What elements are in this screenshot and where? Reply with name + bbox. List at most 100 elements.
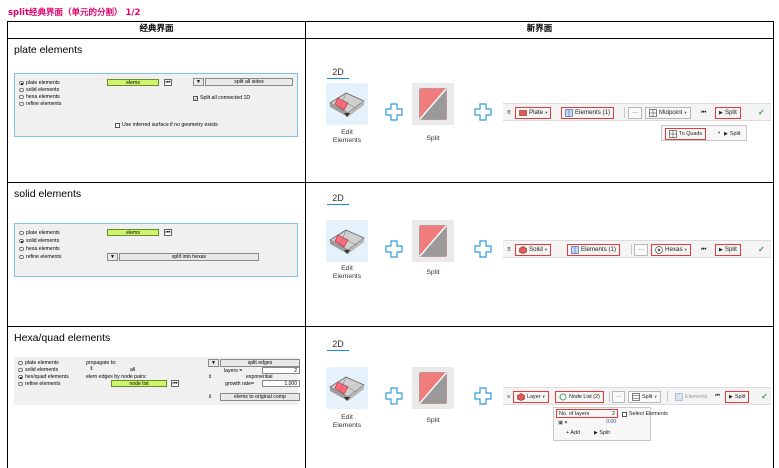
reset-button[interactable]: ⏮ [701, 108, 707, 116]
elements-selector[interactable]: Elements (1) [567, 243, 621, 256]
elements-icon [571, 245, 579, 254]
reset-icon[interactable]: ⏮ [164, 229, 172, 236]
radio-hexa-elements[interactable]: hexa elements [19, 246, 60, 252]
split-into-hexas-button[interactable]: split into hexas [119, 253, 259, 261]
split-mode-dropdown[interactable]: ▼ [107, 253, 118, 261]
radio-plate-elements[interactable]: plate elements [19, 80, 60, 86]
radio-solid-elements[interactable]: solid elements [19, 87, 59, 93]
node-icon [559, 393, 567, 400]
split-label: Split [426, 269, 440, 276]
classic-cell-hexaquad: Hexa/quad elements plate elements solid … [7, 326, 306, 468]
ratio-value[interactable]: 0.00 [606, 419, 616, 425]
confirm-icon[interactable]: ✓ [758, 245, 765, 254]
split-ribbon: ≡ Plate▾ Elements (1) ··· Midpoint▾ ⏮ ▶S… [503, 103, 771, 121]
propagate-value[interactable]: all [130, 367, 136, 373]
split-icon[interactable] [412, 83, 454, 125]
inferred-surface-checkbox[interactable]: Use inferred surface if no geometry exis… [115, 122, 218, 128]
radio-solid-elements[interactable]: solid elements [18, 367, 58, 373]
propagate-toggle[interactable]: ⇕ [89, 366, 94, 372]
radio-hexquad-elements[interactable]: hex/quad elements [18, 374, 69, 380]
row-heading-solid: solid elements [14, 188, 82, 200]
type-dropdown[interactable]: Solid▾ [515, 243, 552, 256]
elements-selector[interactable]: Elements (1) [561, 106, 615, 119]
node-list-selector[interactable]: Node List (2) [555, 390, 604, 403]
split-edges-button[interactable]: split edges [220, 359, 300, 367]
growth-rate-label: growth rate= [225, 381, 254, 387]
popup-split-button[interactable]: ▶Split [724, 130, 741, 137]
radio-plate-elements[interactable]: plate elements [19, 230, 60, 236]
type-dropdown[interactable]: Layer▾ [513, 390, 549, 403]
split-apply-button[interactable]: ▶Split [715, 106, 741, 119]
edit-elements-icon[interactable] [326, 367, 368, 409]
type-dropdown[interactable]: Plate▾ [515, 106, 552, 119]
reset-button[interactable]: ⏮ [715, 393, 720, 399]
reset-button[interactable]: ⏮ [701, 245, 707, 253]
propagate-label: propagate to: [86, 360, 117, 366]
select-elements-checkbox[interactable]: Select Elements [622, 411, 668, 417]
split-mode-dropdown[interactable]: ▼ [193, 78, 204, 86]
menu-icon[interactable]: ≡ [507, 246, 511, 253]
radio-hexa-elements[interactable]: hexa elements [19, 94, 60, 100]
reset-icon[interactable]: ⏮ [171, 380, 179, 387]
split-apply-button[interactable]: ▶Split [725, 390, 750, 403]
ratio-icon[interactable]: ▣ ▾ [558, 420, 568, 426]
plate-icon [519, 109, 527, 116]
dim-tab-2d[interactable]: 2D [327, 339, 349, 351]
layers-label: layers = [224, 368, 243, 374]
split-all-sides-button[interactable]: split all sides [205, 78, 293, 86]
menu-icon[interactable]: ≡ [507, 393, 511, 400]
radio-plate-elements[interactable]: plate elements [18, 360, 59, 366]
radio-refine-elements[interactable]: refine elements [19, 101, 61, 107]
layers-input[interactable]: 2 [262, 367, 300, 374]
elems-selector[interactable]: elems [107, 79, 159, 86]
edit-elements-icon[interactable] [326, 83, 368, 125]
radio-refine-elements[interactable]: refine elements [18, 381, 60, 387]
popup-split-button[interactable]: ▶ Split [594, 430, 610, 436]
method-dropdown[interactable]: Midpoint▾ [645, 106, 691, 119]
orig-comp-toggle[interactable]: ⇕ [208, 394, 213, 400]
method-dropdown[interactable]: Split▾ [628, 390, 661, 403]
to-quads-option[interactable]: To Quads [665, 127, 707, 140]
node-list-selector[interactable]: node list [111, 380, 167, 387]
split-icon[interactable] [412, 220, 454, 262]
grid-icon [649, 108, 657, 117]
classic-panel-hexaquad: plate elements solid elements hex/quad e… [14, 357, 300, 405]
split-connected-1d-checkbox[interactable]: ✓Split all connected 1D [193, 95, 251, 101]
node-pairs-label: elem edges by node pairs: [86, 374, 147, 380]
growth-toggle[interactable]: ⇕ [208, 374, 213, 380]
growth-rate-input[interactable]: 1.000 [262, 380, 300, 387]
split-apply-button[interactable]: ▶Split [715, 243, 741, 256]
elems-selector[interactable]: elems [107, 229, 159, 236]
confirm-icon[interactable]: ✓ [761, 392, 768, 401]
dim-tab-2d[interactable]: 2D [327, 193, 349, 205]
elements-icon [565, 108, 573, 117]
elements-selector[interactable]: Elements [671, 391, 711, 403]
split-mode-dropdown[interactable]: ▼ [208, 359, 219, 367]
menu-icon[interactable]: ≡ [507, 109, 511, 116]
radio-solid-elements[interactable]: solid elements [19, 238, 59, 244]
split-ribbon: ≡ Solid▾ Elements (1) ··· Hexas▾ ⏮ ▶Spli… [503, 240, 771, 258]
dim-tab-2d[interactable]: 2D [327, 67, 349, 79]
row-heading-hexaquad: Hexa/quad elements [14, 332, 111, 344]
split-icon[interactable] [412, 367, 454, 409]
radio-refine-elements[interactable]: refine elements [19, 254, 61, 260]
more-options-button[interactable]: ··· [634, 243, 649, 256]
more-options-button[interactable]: ··· [628, 106, 643, 119]
add-layer-button[interactable]: + Add [566, 430, 580, 436]
reset-icon[interactable]: ⏮ [164, 79, 172, 86]
elems-to-original-comp-button[interactable]: elems to original comp [220, 393, 300, 401]
split-label: Split [426, 135, 440, 142]
confirm-icon[interactable]: ✓ [758, 108, 765, 117]
method-dropdown[interactable]: Hexas▾ [651, 243, 691, 256]
plus-icon [385, 387, 403, 405]
more-options-button[interactable]: ··· [612, 390, 626, 403]
growth-type[interactable]: exponential [246, 374, 273, 380]
classic-panel-solid: plate elements solid elements hexa eleme… [14, 223, 298, 277]
edit-elements-icon[interactable] [326, 220, 368, 262]
